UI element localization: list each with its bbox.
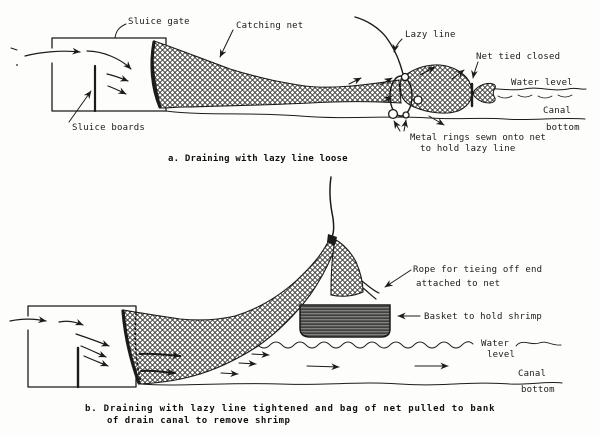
leader-rope bbox=[384, 269, 412, 288]
flow-arrow bbox=[348, 77, 362, 85]
label-canal-bottom-b: bottom bbox=[521, 385, 555, 395]
flow-arrow bbox=[58, 318, 84, 326]
flow-arrow bbox=[379, 77, 393, 86]
metal-ring bbox=[400, 72, 410, 82]
leader-sluice-boards bbox=[68, 90, 92, 123]
caption-a: a. Draining with lazy line loose bbox=[168, 153, 348, 164]
flow-arrow bbox=[238, 360, 257, 367]
label-catching-net: Catching net bbox=[236, 21, 303, 31]
flow-arrow bbox=[382, 95, 393, 104]
net-cone-b bbox=[330, 239, 364, 297]
lazy-line-a bbox=[354, 16, 405, 78]
net-mouth-edge-b bbox=[121, 309, 141, 385]
flow-arrow bbox=[83, 355, 109, 367]
water-level-line-b bbox=[245, 341, 474, 349]
label-net-tied-closed: Net tied closed bbox=[476, 52, 560, 62]
leader-lazy-line bbox=[392, 38, 403, 53]
flow-arrow bbox=[107, 85, 127, 95]
label-canal-b: Canal bbox=[518, 369, 546, 379]
catching-net-b bbox=[122, 236, 337, 385]
label-sluice-boards: Sluice boards bbox=[72, 123, 145, 133]
label-sluice-gate: Sluice gate bbox=[128, 17, 190, 27]
label-level-b: level bbox=[487, 350, 515, 360]
label-lazy-line: Lazy line bbox=[405, 30, 456, 40]
metal-ring bbox=[402, 111, 410, 119]
shrimp-basket bbox=[299, 304, 391, 338]
scan-mark bbox=[10, 47, 18, 51]
leader-catching-net bbox=[219, 29, 234, 58]
leader-sluice-gate bbox=[114, 23, 127, 39]
label-metal-rings-2: to hold lazy line bbox=[420, 144, 516, 154]
flow-arrow bbox=[428, 115, 445, 126]
canal-bottom-line-a bbox=[165, 110, 586, 121]
net-lacing-dots bbox=[134, 312, 142, 383]
scan-dot bbox=[16, 64, 18, 66]
flow-arrow-bold bbox=[139, 352, 181, 359]
label-rope-1: Rope for tieing off end bbox=[413, 265, 542, 275]
metal-ring bbox=[413, 95, 423, 105]
metal-ring bbox=[387, 108, 399, 120]
leader-metal-rings bbox=[401, 119, 408, 132]
flow-arrow bbox=[251, 351, 270, 358]
label-basket: Basket to hold shrimp bbox=[424, 312, 542, 322]
diagram-a: Sluice gate Catching net Lazy line Net t… bbox=[10, 16, 587, 164]
water-level-line-a bbox=[474, 87, 587, 91]
water-level-line-b2 bbox=[515, 341, 562, 347]
flow-arrow bbox=[80, 345, 107, 358]
lazy-line-b bbox=[329, 176, 335, 238]
net-mouth-edge-a bbox=[150, 40, 162, 109]
label-canal-a: Canal bbox=[543, 106, 571, 116]
label-metal-rings-1: Metal rings sewn onto net bbox=[410, 133, 546, 143]
caption-b-line2: of drain canal to remove shrimp bbox=[107, 415, 291, 426]
inflow-arrow bbox=[24, 47, 81, 57]
inflow-arrow bbox=[9, 316, 47, 323]
flow-arrow bbox=[306, 363, 340, 371]
canal-bottom-line-b bbox=[139, 381, 563, 386]
flow-arrow bbox=[419, 66, 436, 76]
leader-metal-rings bbox=[393, 120, 401, 132]
flow-arrow bbox=[75, 333, 110, 347]
flow-arrow-bold bbox=[140, 369, 176, 376]
label-water-level-a: Water level bbox=[511, 78, 573, 88]
flow-arrow bbox=[220, 370, 239, 377]
catching-net-a bbox=[152, 40, 402, 109]
caption-b-line1: b. Draining with lazy line tightened and… bbox=[85, 403, 495, 414]
net-tail-a bbox=[472, 82, 496, 104]
leader-net-tied bbox=[471, 61, 479, 79]
flow-arrow bbox=[451, 69, 465, 80]
label-water-b: Water bbox=[481, 339, 509, 349]
label-rope-2: attached to net bbox=[416, 279, 500, 289]
rope-tassel bbox=[361, 280, 380, 300]
flow-arrow bbox=[106, 73, 129, 82]
label-canal-bottom-a: bottom bbox=[546, 123, 580, 133]
flow-arrow bbox=[86, 50, 132, 70]
diagram-b: Rope for tieing off end attached to net … bbox=[9, 176, 563, 426]
